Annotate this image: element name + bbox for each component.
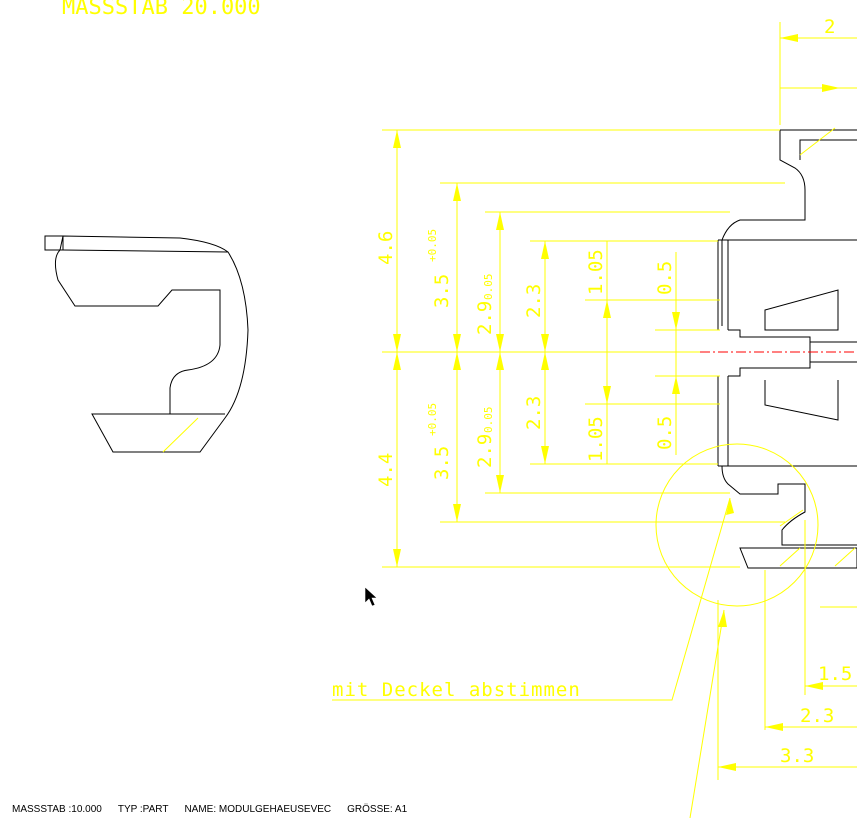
dim-0-5-bottom: 0.5 <box>654 416 676 450</box>
scale-title: MASSSTAB 20.000 <box>62 0 261 20</box>
dim-1-05-bottom: 1.05 <box>585 416 607 462</box>
dim-1-05-top: 1.05 <box>585 249 607 295</box>
dimension-lines <box>332 22 857 818</box>
dim-2-9-bottom: 2.9 <box>474 434 496 468</box>
dim-3-5-bottom: 3.5 <box>431 446 453 480</box>
dim-3-5-bottom-tol: +0.05 <box>426 403 439 436</box>
dim-4-4: 4.4 <box>375 453 397 487</box>
cap-hatch-line <box>162 417 199 453</box>
cap-tab <box>44 235 64 251</box>
dim-2-3-top: 2.3 <box>523 284 545 318</box>
dimension-texts: 4.6 4.4 3.5 +0.05 3.5 +0.05 2.9 0.05 2.9… <box>375 16 852 767</box>
dim-1-5-right: 1.5 <box>818 663 852 685</box>
cap-part-view[interactable] <box>44 235 249 453</box>
cap-inner-edge <box>62 249 229 253</box>
housing-bottom-outline <box>721 465 857 546</box>
dim-2-3-bottom: 2.3 <box>523 396 545 430</box>
housing-wedge-top <box>764 289 839 331</box>
housing-mid-bottom-edge <box>728 361 857 377</box>
dim-0-5-top: 0.5 <box>654 261 676 295</box>
housing-hatches <box>779 127 856 567</box>
housing-base-flange <box>739 547 857 569</box>
dim-2-9-bottom-tol: 0.05 <box>482 407 495 434</box>
status-scale: MASSSTAB :10.000 <box>12 804 102 815</box>
status-size: GRÖSSE: A1 <box>347 804 408 815</box>
annotation-note: mit Deckel abstimmen <box>332 679 581 701</box>
dim-2-top-right: 2 <box>824 16 835 38</box>
housing-mid-top-edge <box>728 329 857 343</box>
dimension-arrows <box>393 34 840 771</box>
housing-top-outline <box>721 129 857 326</box>
housing-top-inner <box>799 139 857 160</box>
status-name: NAME: MODULGEHAEUSEVEC <box>184 804 332 815</box>
mouse-pointer-icon <box>364 586 378 607</box>
dim-3-5-top-tol: +0.05 <box>426 229 439 262</box>
status-bar: MASSSTAB :10.000 TYP :PART NAME: MODULGEHA… <box>12 804 423 815</box>
dim-4-6: 4.6 <box>375 231 397 265</box>
status-type: TYP :PART <box>117 804 169 815</box>
dim-2-3-right: 2.3 <box>800 705 834 727</box>
housing-section-view[interactable] <box>717 129 857 569</box>
housing-wedge-bottom <box>764 380 839 421</box>
dim-3-5-top: 3.5 <box>431 274 453 308</box>
dim-2-9-top: 2.9 <box>474 301 496 335</box>
dim-3-3-right: 3.3 <box>780 745 814 767</box>
dim-2-9-top-tol: 0.05 <box>482 274 495 301</box>
